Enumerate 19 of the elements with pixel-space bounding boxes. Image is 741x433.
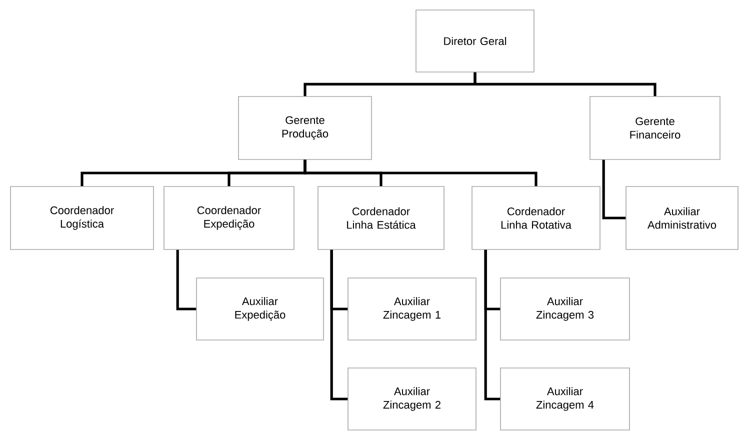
org-box: Auxiliar Zincagem 1: [348, 278, 476, 340]
org-box: Auxiliar Zincagem 3: [500, 278, 630, 340]
org-box: Auxiliar Zincagem 2: [348, 368, 476, 430]
org-box: Auxiliar Zincagem 4: [500, 368, 630, 430]
org-box: Coordenador Expedição: [164, 186, 294, 250]
org-box: Cordenador Linha Estática: [318, 186, 444, 250]
connector-line: [176, 250, 196, 310]
org-box: Auxiliar Expedição: [196, 278, 324, 340]
connector-line: [304, 160, 538, 186]
org-box: Cordenador Linha Rotativa: [472, 186, 600, 250]
connector-line: [602, 160, 626, 220]
org-box: Gerente Produção: [238, 96, 372, 160]
connector-line: [474, 72, 656, 96]
connector-line: [484, 250, 500, 400]
org-box: Gerente Financeiro: [590, 96, 720, 160]
org-box: Auxiliar Administrativo: [626, 186, 738, 250]
connector-line: [330, 250, 348, 400]
org-box: Diretor Geral: [416, 10, 534, 72]
org-box: Coordenador Logística: [10, 186, 154, 250]
